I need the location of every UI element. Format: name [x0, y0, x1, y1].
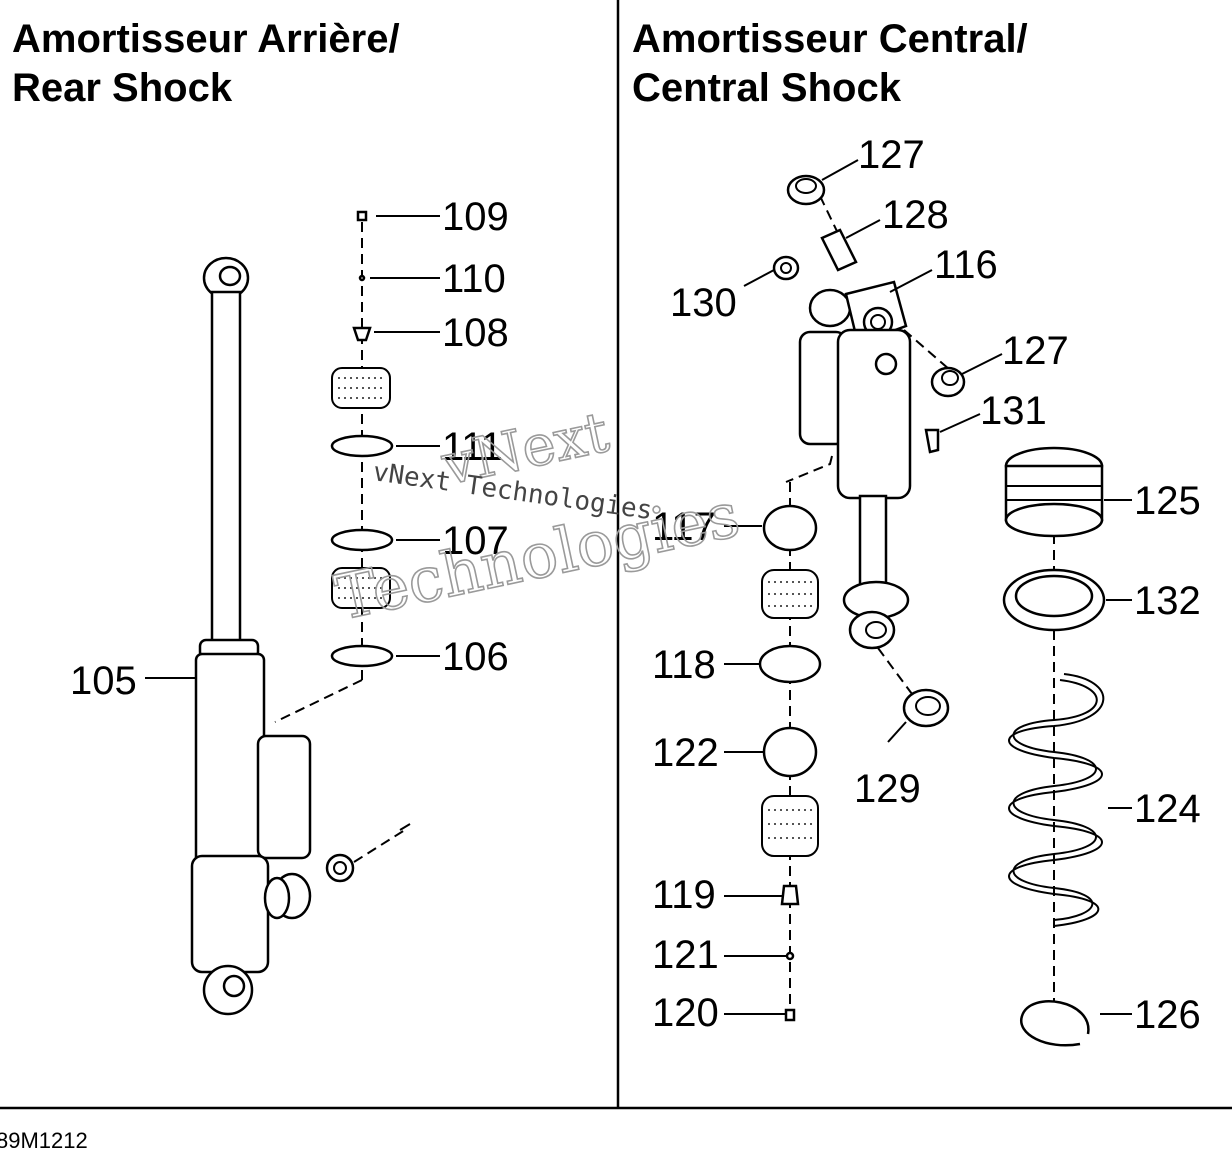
rear-exploded-stack — [274, 210, 394, 723]
callout-124: 124 — [1134, 787, 1201, 831]
callout-125: 125 — [1134, 479, 1201, 523]
callout-117: 117 — [652, 505, 716, 549]
callout-110: 110 — [442, 257, 506, 301]
callout-122: 122 — [652, 731, 719, 775]
rear-shock-assembly — [190, 256, 411, 1016]
callout-126: 126 — [1134, 993, 1201, 1037]
callout-107: 107 — [442, 519, 509, 563]
central-leader-lines — [724, 159, 1132, 1015]
callout-105: 105 — [70, 659, 137, 703]
rear-title-en: Rear Shock — [12, 66, 233, 110]
callout-131: 131 — [980, 389, 1047, 433]
central-title-fr: Amortisseur Central/ — [632, 17, 1028, 61]
callout-111: 111 — [442, 425, 503, 469]
callout-127-right: 127 — [1002, 329, 1069, 373]
callout-118: 118 — [652, 643, 716, 687]
callout-127-top: 127 — [858, 133, 925, 177]
rear-leader-lines — [145, 215, 440, 679]
callout-120: 120 — [652, 991, 719, 1035]
central-exploded-parts — [758, 174, 1106, 1047]
central-title-en: Central Shock — [632, 66, 902, 110]
callout-129: 129 — [854, 767, 921, 811]
callout-119: 119 — [652, 873, 716, 917]
callout-121: 121 — [652, 933, 719, 977]
callout-106: 106 — [442, 635, 509, 679]
figure-code: 89M1212 — [0, 1128, 88, 1152]
callout-109: 109 — [442, 195, 509, 239]
central-shock-assembly — [785, 195, 951, 695]
callout-128: 128 — [882, 193, 949, 237]
callout-130: 130 — [670, 281, 737, 325]
rear-title-fr: Amortisseur Arrière/ — [12, 17, 400, 61]
callout-116: 116 — [934, 243, 998, 287]
callout-132: 132 — [1134, 579, 1201, 623]
callout-108: 108 — [442, 311, 509, 355]
